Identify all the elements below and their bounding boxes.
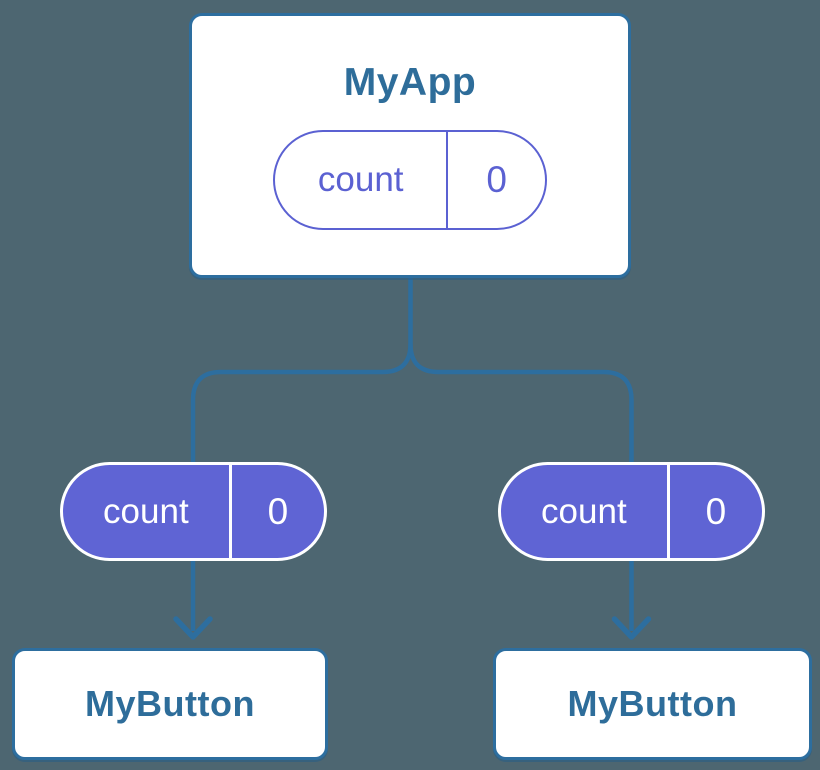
left-arrowhead-icon <box>173 616 213 640</box>
mybutton-node-left: MyButton <box>12 648 328 760</box>
state-value: 0 <box>446 132 545 228</box>
prop-value-right: 0 <box>666 465 762 558</box>
myapp-title: MyApp <box>343 61 477 104</box>
prop-value-left: 0 <box>228 465 324 558</box>
prop-name-right: count <box>541 491 627 531</box>
right-arrowhead-icon <box>611 616 652 640</box>
count-prop-pill-right: count 0 <box>498 462 765 561</box>
state-name: count <box>317 160 404 199</box>
myapp-node: MyApp count 0 <box>189 13 631 278</box>
count-prop-pill-left: count 0 <box>60 462 327 561</box>
mybutton-title-right: MyButton <box>567 683 738 724</box>
edge-left-branch <box>190 343 413 631</box>
edge-right-branch <box>408 343 634 631</box>
myapp-state-pill: count 0 <box>273 130 547 230</box>
mybutton-title-left: MyButton <box>85 683 255 724</box>
prop-name-left: count <box>103 491 189 531</box>
mybutton-node-right: MyButton <box>493 648 812 760</box>
